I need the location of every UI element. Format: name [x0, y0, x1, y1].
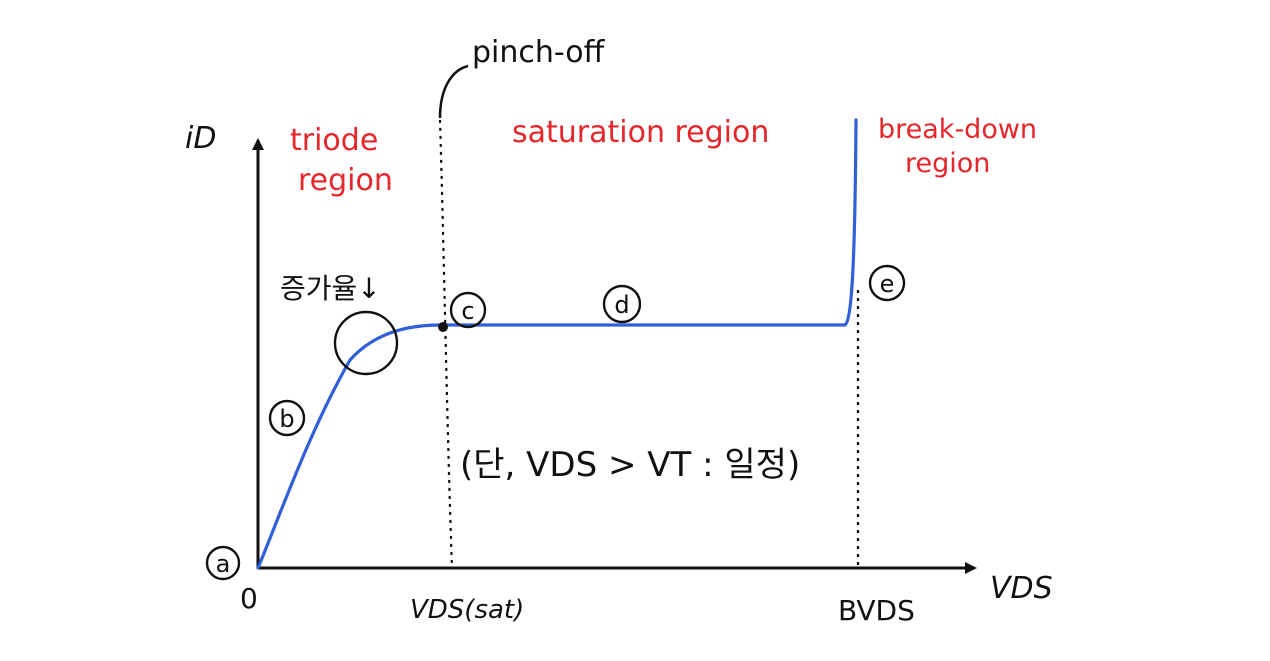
point-b-marker: b	[268, 399, 306, 437]
origin-label: 0	[240, 582, 258, 615]
point-e-label: e	[880, 270, 895, 298]
pinch-off-leader	[438, 64, 469, 119]
pinch-off-point	[438, 322, 448, 332]
point-a-marker: a	[205, 545, 241, 581]
point-a-label: a	[216, 550, 231, 578]
rate-decrease-circle	[333, 310, 399, 376]
point-c-marker: c	[449, 291, 487, 329]
pinch-off-label: pinch-off	[472, 35, 606, 70]
bvds-tick-label: BVDS	[838, 594, 915, 627]
condition-note: (단, VDS > VT : 일정)	[460, 445, 800, 485]
y-axis-label: iD	[185, 121, 216, 156]
point-b-label: b	[279, 405, 294, 433]
pinch-off-dotted-line	[438, 119, 454, 569]
point-d-marker: d	[602, 284, 642, 324]
triode-region-label-line1: triode	[290, 123, 378, 158]
saturation-region-label: saturation region	[512, 115, 769, 150]
breakdown-region-label-line1: break-down	[878, 114, 1037, 145]
breakdown-region-label-line2: region	[905, 148, 990, 179]
triode-region-label-line2: region	[298, 163, 393, 198]
point-d-label: d	[614, 291, 629, 319]
x-axis-label: VDS	[990, 571, 1053, 606]
point-e-marker: e	[868, 264, 906, 302]
vds-sat-tick-label: VDS(sat)	[410, 595, 524, 625]
point-c-label: c	[461, 297, 474, 325]
rate-decrease-label: 증가율↓	[280, 272, 381, 305]
iv-curve	[256, 118, 858, 570]
